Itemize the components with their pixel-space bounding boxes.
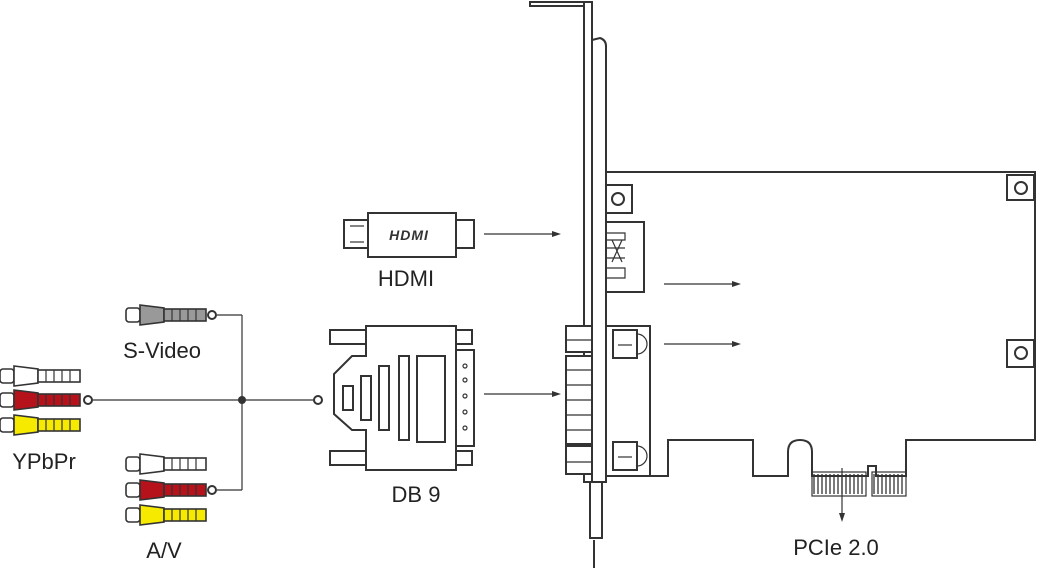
av-plug-yellow xyxy=(125,504,207,526)
rca-plugs xyxy=(0,304,207,526)
hdmi-plug-logo: HDMI xyxy=(389,227,429,243)
hdmi-plug: HDMI xyxy=(343,212,475,258)
db9-label: DB 9 xyxy=(392,482,441,507)
card-db9-arrow xyxy=(664,341,741,347)
av-label: A/V xyxy=(146,538,182,563)
card-hdmi-arrow xyxy=(664,281,741,287)
ypbpr-plug-yellow xyxy=(0,414,81,436)
pcie-gold-fingers xyxy=(813,474,903,494)
pcie-card xyxy=(529,1,1036,568)
card-db9-port xyxy=(603,325,651,477)
ypbpr-label: YPbPr xyxy=(12,449,76,474)
pcie-label: PCIe 2.0 xyxy=(793,535,879,560)
ypbpr-plug-white xyxy=(0,365,81,387)
svideo-label: S-Video xyxy=(123,338,201,363)
card-hdmi-port xyxy=(603,221,645,293)
av-plug-red xyxy=(125,479,207,501)
svideo-plug xyxy=(125,304,207,326)
mount-hole-top-right xyxy=(1006,174,1035,201)
wiring xyxy=(83,310,323,495)
av-plug-white xyxy=(125,453,207,475)
ypbpr-plug-red xyxy=(0,389,81,411)
pcie-arrow xyxy=(839,468,845,522)
pcb-board xyxy=(603,171,1036,477)
hdmi-label: HDMI xyxy=(378,266,434,291)
pcie-bracket xyxy=(529,1,607,568)
db9-arrow xyxy=(484,391,561,397)
db9-plug xyxy=(329,325,475,471)
hdmi-arrow xyxy=(484,231,561,237)
